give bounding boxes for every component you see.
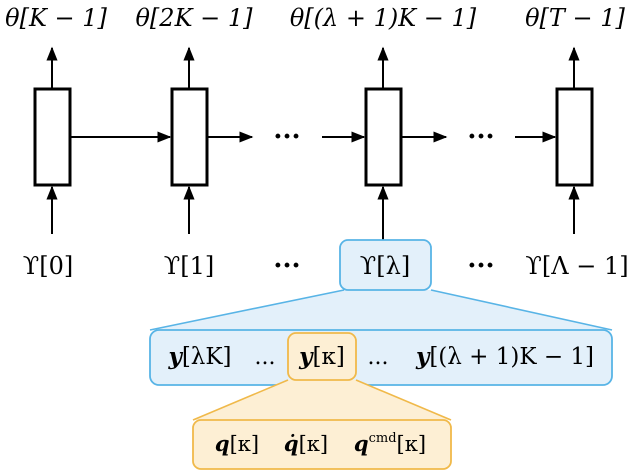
sequence-first: y[λK] xyxy=(167,343,231,370)
output-label-2: θ[2K − 1] xyxy=(135,4,253,32)
output-label-3: θ[(λ + 1)K − 1] xyxy=(290,4,477,32)
sequence-dots-1: ... xyxy=(255,345,276,370)
output-label-4: θ[T − 1] xyxy=(525,4,625,32)
ellipsis-top-2: ··· xyxy=(467,122,494,152)
input-label-4: ϒ[Λ − 1] xyxy=(525,252,628,280)
input-label-3: ϒ[λ] xyxy=(360,252,410,280)
signals-box xyxy=(192,419,452,470)
sequence-dots-2: ... xyxy=(368,345,389,370)
sample-highlight-box xyxy=(287,332,357,381)
input-highlight-box xyxy=(339,239,432,291)
rnn-cell-4 xyxy=(555,87,594,187)
input-label-1: ϒ[0] xyxy=(23,252,73,280)
sequence-box xyxy=(149,329,613,386)
sequence-middle: y[κ] xyxy=(298,343,345,370)
output-label-1: θ[K − 1] xyxy=(5,4,107,32)
ellipsis-bottom-2: ··· xyxy=(467,251,494,281)
signal-qcmd: qcmd[κ] xyxy=(354,431,426,456)
zoom-edge-right-orange xyxy=(355,379,452,421)
rnn-cell-2 xyxy=(170,87,209,187)
zoom-edge-right xyxy=(430,289,613,331)
zoom-wedge-orange xyxy=(193,380,451,420)
signal-qdot: q̇[κ] xyxy=(284,431,328,456)
rnn-cell-1 xyxy=(33,87,72,187)
zoom-edge-left-orange xyxy=(192,379,289,421)
zoom-edge-left xyxy=(149,289,345,331)
input-label-2: ϒ[1] xyxy=(164,252,214,280)
signal-q: q[κ] xyxy=(215,431,259,456)
rnn-cell-3 xyxy=(364,87,403,187)
zoom-wedge-blue xyxy=(150,290,612,330)
sequence-last: y[(λ + 1)K − 1] xyxy=(415,343,594,370)
ellipsis-top-1: ··· xyxy=(273,122,300,152)
ellipsis-bottom-1: ··· xyxy=(273,251,300,281)
